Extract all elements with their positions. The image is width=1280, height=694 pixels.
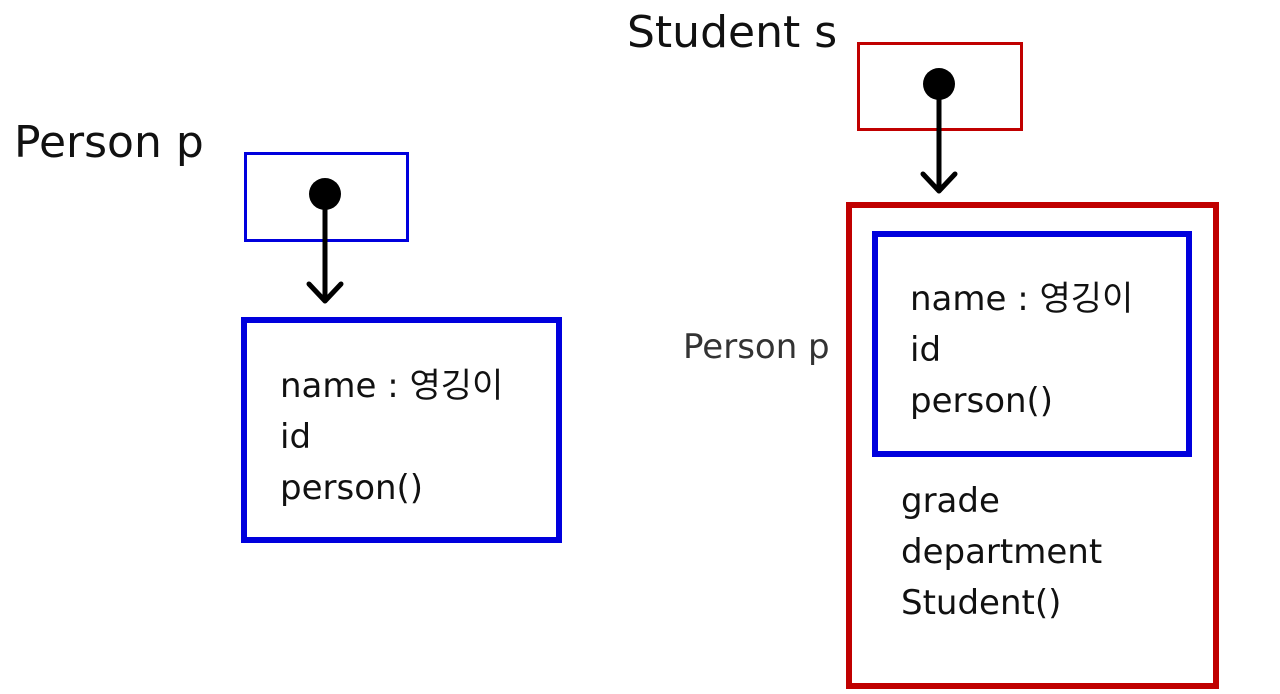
member-person-method: person() [280,468,424,508]
student-member-list: grade department Student() [901,476,1102,629]
person-var-label: Person p [14,117,204,168]
member-name: name : 영깅이 [910,279,1134,319]
member-id: id [280,417,312,457]
student-pointer-arrow [920,68,958,194]
inherited-member-list: name : 영깅이 id person() [910,274,1133,427]
member-name: name : 영깅이 [280,366,504,406]
member-person-method: person() [910,381,1054,421]
member-id: id [910,330,942,370]
student-pointer-arrowhead [920,171,958,194]
person-member-list: name : 영깅이 id person() [280,361,503,514]
person-pointer-arrowhead [306,281,344,304]
member-student-method: Student() [901,583,1062,623]
person-object-box: name : 영깅이 id person() [241,317,562,543]
member-department: department [901,532,1103,572]
student-object-box: name : 영깅이 id person() grade department … [846,202,1219,689]
student-var-label: Student s [627,7,838,58]
student-inherited-person-box: name : 영깅이 id person() [872,231,1192,457]
person-pointer-arrow [306,178,344,304]
member-grade: grade [901,481,1000,521]
student-inner-person-label: Person p [683,327,830,367]
